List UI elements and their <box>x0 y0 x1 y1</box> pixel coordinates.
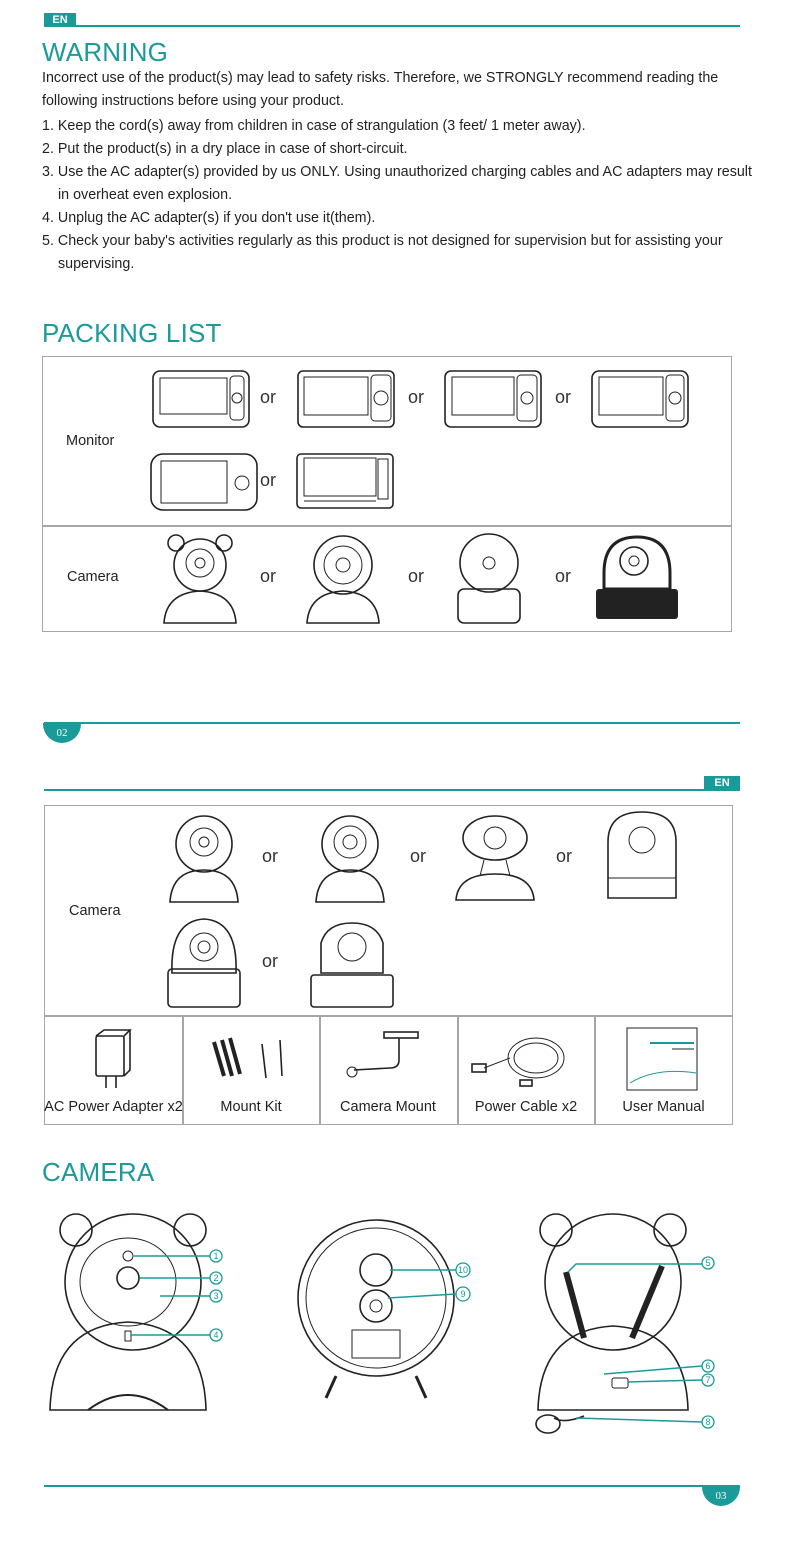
warning-intro-line-2: following instructions before using your… <box>42 93 344 109</box>
camera-illustration <box>310 922 394 1008</box>
callout-7: 7 <box>705 1375 710 1385</box>
accessory-label: Camera Mount <box>340 1099 436 1115</box>
monitor-illustration <box>297 370 395 428</box>
mount-kit-icon <box>212 1037 283 1079</box>
footer-rule <box>44 1485 740 1487</box>
camera-illustration <box>455 815 535 901</box>
camera-title: CAMERA <box>42 1157 155 1187</box>
callout-5: 5 <box>705 1258 710 1268</box>
or-text: or <box>262 951 279 971</box>
monitor-illustration <box>296 453 394 509</box>
accessory-label: Mount Kit <box>220 1099 282 1115</box>
page-number: 02 <box>43 723 81 743</box>
callout-6: 6 <box>705 1361 710 1371</box>
warning-item: 1. Keep the cord(s) away from children i… <box>42 118 586 134</box>
table-divider <box>42 525 732 527</box>
warning-item: 3. Use the AC adapter(s) provided by us … <box>42 164 752 180</box>
camera-illustration <box>607 811 677 899</box>
accessories-table <box>44 1016 733 1125</box>
footer-rule <box>44 722 740 724</box>
camera-back-diagram: 5 6 7 8 <box>535 1213 715 1434</box>
camera-illustration <box>315 815 385 903</box>
camera-label: Camera <box>67 569 119 585</box>
language-tab: EN <box>704 776 740 790</box>
power-cable-icon <box>471 1037 565 1087</box>
callout-2: 2 <box>213 1273 218 1283</box>
header-rule <box>44 789 740 791</box>
camera-mount-icon <box>346 1031 419 1078</box>
camera-front-diagram: 1 2 3 4 <box>49 1213 223 1411</box>
language-tab: EN <box>44 13 76 27</box>
header-rule <box>44 25 740 27</box>
monitor-illustration <box>591 370 689 428</box>
camera-illustration <box>169 815 239 903</box>
accessory-label: User Manual <box>622 1099 705 1115</box>
camera-options-table <box>44 805 733 1016</box>
cell-divider <box>594 1016 596 1125</box>
callout-9: 9 <box>460 1289 465 1299</box>
or-text: or <box>408 387 425 407</box>
or-text: or <box>555 566 572 586</box>
accessory-label: Power Cable x2 <box>474 1099 578 1115</box>
accessory-label: AC Power Adapter x2 <box>44 1099 183 1115</box>
bear-camera-illustration <box>163 534 237 624</box>
page-number: 03 <box>702 1486 740 1506</box>
or-text: or <box>408 566 425 586</box>
packing-list-title: PACKING LIST <box>42 318 222 348</box>
callout-3: 3 <box>213 1291 218 1301</box>
warning-item: 5. Check your baby's activities regularl… <box>42 233 723 249</box>
ac-adapter-icon <box>95 1029 132 1088</box>
camera-label: Camera <box>69 903 121 919</box>
or-text: or <box>410 846 427 866</box>
or-text: or <box>555 387 572 407</box>
square-camera-illustration <box>596 535 678 619</box>
user-manual-icon <box>626 1027 698 1091</box>
monitor-illustration <box>444 370 542 428</box>
or-text: or <box>260 387 277 407</box>
warning-intro-line-1: Incorrect use of the product(s) may lead… <box>42 70 719 86</box>
or-text: or <box>260 470 277 490</box>
round-camera-illustration <box>306 535 380 624</box>
monitor-label: Monitor <box>66 433 115 449</box>
cell-divider <box>319 1016 321 1125</box>
callout-8: 8 <box>705 1417 710 1427</box>
monitor-illustration <box>152 370 250 428</box>
warning-item: 2. Put the product(s) in a dry place in … <box>42 141 408 157</box>
camera-bottom-diagram: 10 9 <box>297 1219 471 1399</box>
or-text: or <box>262 846 279 866</box>
callout-1: 1 <box>213 1251 218 1261</box>
warning-item: 4. Unplug the AC adapter(s) if you don't… <box>42 210 376 226</box>
warning-item-continuation: in overheat even explosion. <box>58 187 233 203</box>
monitor-illustration <box>150 453 258 511</box>
dome-camera-illustration <box>457 533 521 624</box>
or-text: or <box>260 566 277 586</box>
callout-10: 10 <box>458 1265 468 1275</box>
or-text: or <box>556 846 573 866</box>
callout-4: 4 <box>213 1330 218 1340</box>
warning-item-continuation: supervising. <box>58 256 135 272</box>
packing-table <box>42 356 732 632</box>
cell-divider <box>182 1016 184 1125</box>
cell-divider <box>457 1016 459 1125</box>
camera-illustration <box>167 918 241 1008</box>
warning-title: WARNING <box>42 37 169 67</box>
